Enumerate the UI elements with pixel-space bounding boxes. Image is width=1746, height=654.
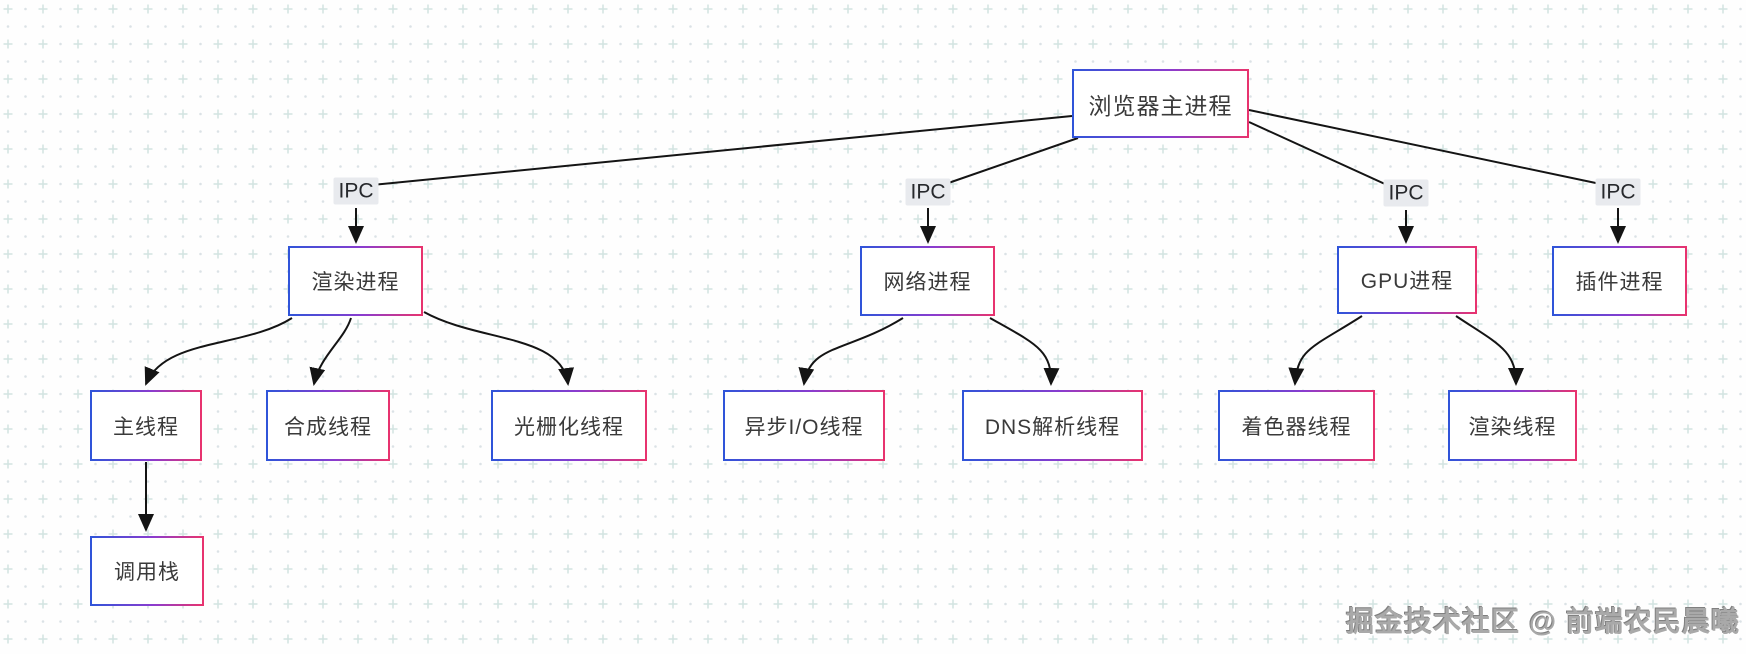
edge-main-to-ipc-render xyxy=(361,115,1073,187)
edge-main-to-ipc-gpu xyxy=(1248,121,1399,191)
node-main-thread: 主线程 xyxy=(90,390,202,461)
arrow-gpu-to-render-thread xyxy=(1455,315,1524,386)
node-compositor-thread: 合成线程 xyxy=(266,390,390,461)
ipc-label-network: IPC xyxy=(905,178,951,206)
node-render-process: 渲染进程 xyxy=(288,246,423,316)
node-gpu-process: GPU进程 xyxy=(1337,246,1477,314)
node-async-io-thread: 异步I/O线程 xyxy=(723,390,885,461)
arrow-render-to-raster-thread xyxy=(423,311,575,386)
arrow-network-to-dns-thread xyxy=(989,317,1060,386)
node-dns-thread: DNS解析线程 xyxy=(962,390,1143,461)
ipc-label-gpu: IPC xyxy=(1383,179,1429,207)
node-render-thread: 渲染线程 xyxy=(1448,390,1577,461)
node-shader-thread: 着色器线程 xyxy=(1218,390,1375,461)
arrow-render-to-main-thread xyxy=(144,317,293,386)
node-network-process: 网络进程 xyxy=(860,246,995,316)
edge-main-to-ipc-plugin xyxy=(1248,109,1611,187)
node-raster-thread: 光栅化线程 xyxy=(491,390,647,461)
watermark-text: 掘金技术社区 @ 前端农民晨曦 xyxy=(1346,606,1740,637)
arrow-gpu-to-shader-thread xyxy=(1288,315,1363,386)
ipc-label-plugin: IPC xyxy=(1595,178,1641,206)
ipc-label-render: IPC xyxy=(333,177,379,205)
arrow-render-to-compositor-thread xyxy=(309,317,352,386)
node-call-stack: 调用栈 xyxy=(90,536,204,606)
arrow-network-to-async-io-thread xyxy=(798,317,904,386)
node-browser-main-process: 浏览器主进程 xyxy=(1072,69,1249,138)
node-plugin-process: 插件进程 xyxy=(1552,246,1687,316)
edge-main-to-ipc-network xyxy=(933,137,1079,189)
